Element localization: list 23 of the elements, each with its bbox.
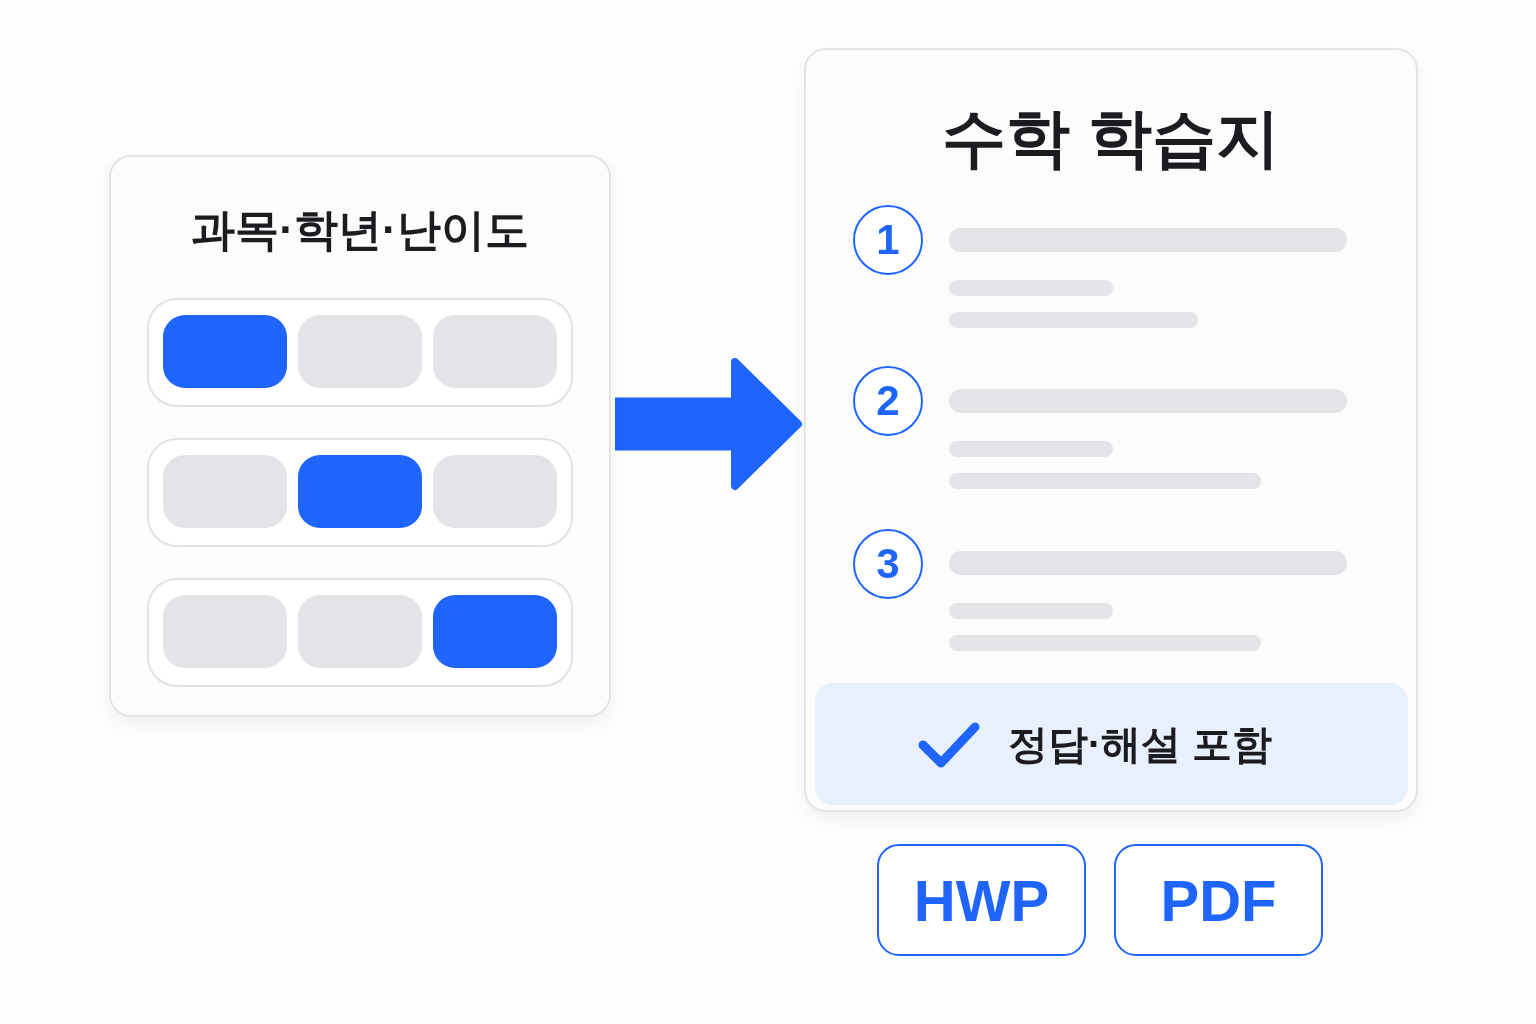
option-pill [163, 595, 287, 668]
option-pill [298, 595, 422, 668]
format-button: HWP [877, 844, 1086, 956]
option-pill [433, 595, 557, 668]
number-circle: 1 [853, 205, 923, 275]
answer-label: 정답·해설 포함 [1008, 721, 1273, 767]
option-row [147, 438, 573, 547]
number-circle: 2 [853, 366, 923, 436]
option-pill [433, 315, 557, 388]
option-pill [163, 315, 287, 388]
worksheet-card [804, 48, 1418, 812]
worksheet-title: 수학 학습지 [942, 102, 1280, 176]
number-circle: 3 [853, 529, 923, 599]
option-row [147, 298, 573, 407]
format-button: PDF [1114, 844, 1323, 956]
option-row [147, 578, 573, 687]
answer-band [815, 683, 1408, 805]
option-pill [298, 315, 422, 388]
option-panel [109, 155, 611, 717]
panel-title: 과목·학년·난이도 [191, 205, 529, 256]
option-pill [433, 455, 557, 528]
option-pill [163, 455, 287, 528]
option-pill [298, 455, 422, 528]
